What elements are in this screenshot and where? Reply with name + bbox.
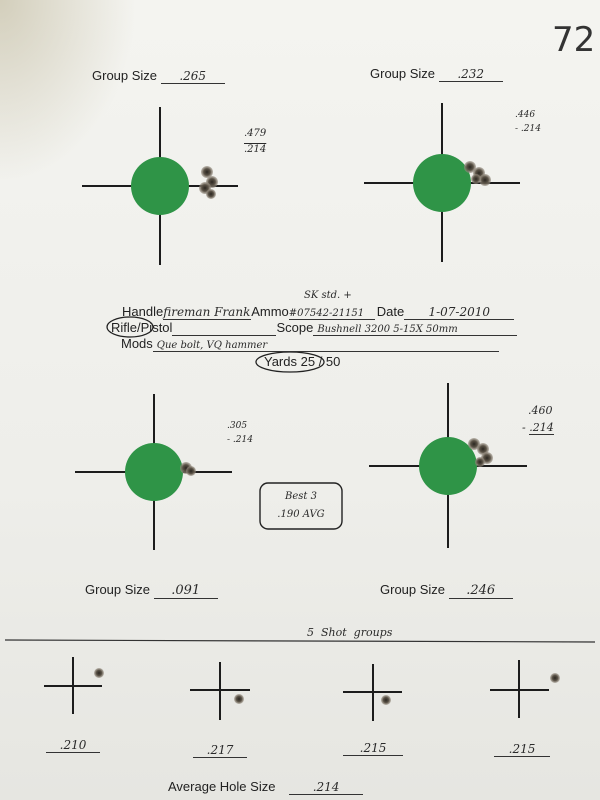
small-group-value-2: .217	[193, 743, 247, 758]
note-top-3: .305	[227, 421, 248, 431]
target-2	[364, 103, 520, 262]
pistol-blank	[172, 320, 277, 336]
bullet-holes-4	[468, 438, 493, 467]
rifle-label: Rifle	[111, 320, 138, 335]
rifle-circle	[106, 316, 154, 338]
bullseye-4	[419, 437, 477, 495]
ammo-label: Ammo	[251, 304, 289, 319]
group-size-text: Group Size	[92, 68, 158, 83]
target-3-notes: .305 - .214	[227, 419, 253, 447]
target-1-notes: .479 .214	[244, 126, 266, 158]
target-4-notes: .460 - .214	[522, 402, 554, 436]
five-shot-title: 5 Shot groups	[307, 626, 393, 639]
target-4	[369, 383, 527, 548]
group-size-text: Group Size	[380, 582, 446, 597]
group-size-label-2: Group Size .232	[370, 66, 503, 82]
bullseye-2	[413, 154, 471, 212]
note-bottom-3: .214	[232, 435, 253, 445]
group-size-text: Group Size	[370, 66, 436, 81]
target-3	[75, 394, 232, 550]
note-top-4: .460	[528, 404, 553, 417]
average-value: .214	[289, 780, 364, 795]
group-size-value-3: .091	[153, 583, 218, 599]
yards-alt: 50	[325, 354, 341, 369]
best-box: Best 3 .190 AVG	[262, 488, 340, 524]
handle-label: Handle	[122, 304, 164, 319]
small-target-2	[190, 662, 250, 720]
note-bottom-4-wrap: - .214	[522, 421, 554, 435]
bullet-holes-1	[199, 166, 218, 199]
ammo-note: SK std. +	[304, 290, 352, 301]
ammo-value: #07542-21151	[288, 308, 375, 320]
scope-label: Scope	[276, 320, 314, 335]
average-label: Average Hole Size	[168, 779, 276, 794]
yards-label: Yards 25	[264, 354, 316, 369]
target-2-notes: .446 - .214	[515, 108, 541, 136]
mods-value: Que bolt, VQ hammer	[152, 340, 499, 352]
bullet-holes-3	[180, 462, 196, 476]
bullet-holes-2	[464, 161, 491, 186]
small-target-1	[44, 657, 104, 714]
note-bottom-2-wrap: - .214	[515, 124, 541, 134]
group-size-value-4: .246	[448, 583, 513, 599]
note-bottom-4: .214	[529, 421, 554, 435]
best-box-line1: Best 3	[285, 491, 317, 502]
note-bottom-1: .214	[244, 144, 267, 155]
small-group-value-1: .210	[46, 738, 100, 753]
note-bottom-3-wrap: - .214	[227, 435, 253, 445]
date-label: Date	[376, 304, 405, 319]
small-target-3	[343, 664, 402, 721]
mods-label: Mods	[121, 336, 153, 351]
scope-value: Bushnell 3200 5-15X 50mm	[313, 324, 518, 336]
small-group-value-3: .215	[343, 741, 403, 756]
average-hole-row: Average Hole Size .214	[168, 779, 364, 795]
group-size-value-2: .232	[438, 67, 503, 82]
note-top-1: .479	[244, 128, 267, 139]
best-box-outline	[259, 482, 343, 530]
note-top-2: .446	[515, 110, 536, 120]
bullseye-1	[131, 157, 189, 215]
best-box-line2: .190 AVG	[277, 509, 325, 520]
group-size-label-3: Group Size .091	[85, 582, 218, 599]
page-number: 72	[552, 20, 596, 60]
small-target-4	[490, 660, 560, 718]
date-value: 1-07-2010	[404, 305, 515, 320]
group-size-text: Group Size	[85, 582, 151, 597]
pistol-label: Pistol	[140, 320, 173, 335]
group-size-value-1: .265	[160, 69, 225, 84]
note-bottom-2: .214	[520, 124, 541, 134]
section-divider	[4, 639, 596, 643]
bullseye-3	[125, 443, 183, 501]
handle-value: fireman Frank	[163, 305, 252, 320]
yards-circle	[255, 351, 325, 373]
group-size-label-4: Group Size .246	[380, 582, 513, 599]
small-group-value-4: .215	[494, 742, 550, 757]
form-row-yards: Yards 25 / 50	[264, 354, 341, 369]
target-1	[82, 107, 238, 265]
group-size-label-1: Group Size .265	[92, 68, 225, 84]
